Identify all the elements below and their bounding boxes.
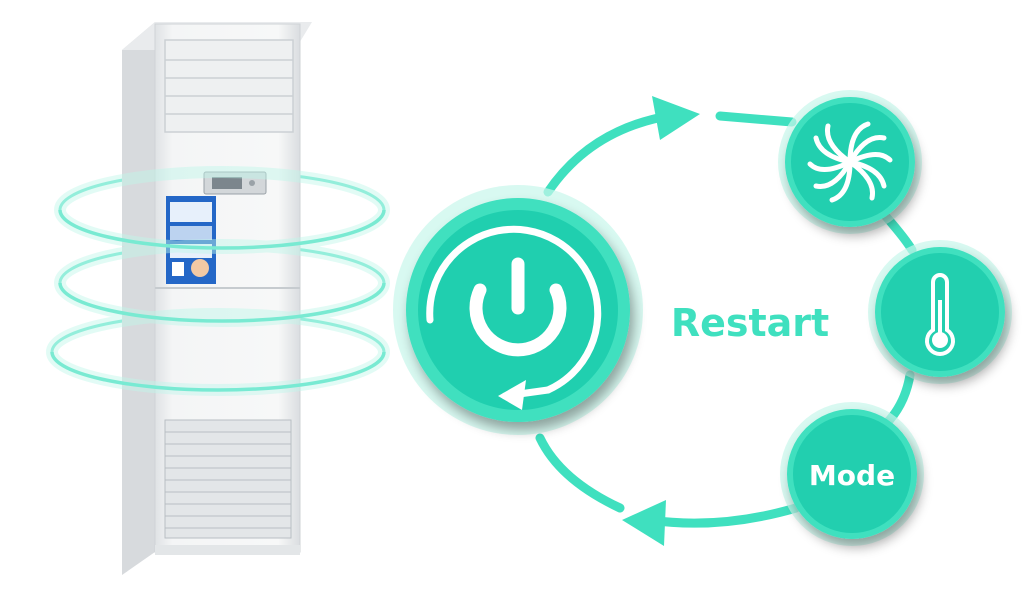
unit-base — [155, 545, 300, 555]
node-temperature — [868, 240, 1012, 384]
airflow-glow — [46, 166, 390, 396]
arrowhead-bottom — [622, 500, 666, 546]
thermometer-icon — [925, 273, 955, 356]
node-mode: Mode — [780, 402, 924, 546]
connector-bottom-to-power — [535, 433, 625, 513]
bottom-grille — [164, 419, 292, 539]
fan-icon — [807, 121, 893, 203]
arrowhead-top — [652, 96, 700, 140]
node-power — [393, 185, 643, 435]
air-conditioner-unit — [46, 22, 390, 575]
node-fan — [778, 90, 922, 234]
airflow-rings-front — [50, 209, 386, 392]
connector-mode-to-bottom — [645, 503, 801, 528]
power-restart-icon — [426, 225, 602, 410]
connector-top-to-fan — [715, 111, 797, 127]
top-louvers — [164, 39, 294, 133]
unit-side-panel — [122, 22, 155, 575]
center-label: Restart — [671, 301, 829, 345]
connector-power-to-top — [543, 111, 673, 197]
mode-label: Mode — [809, 459, 895, 492]
control-display — [203, 171, 267, 195]
